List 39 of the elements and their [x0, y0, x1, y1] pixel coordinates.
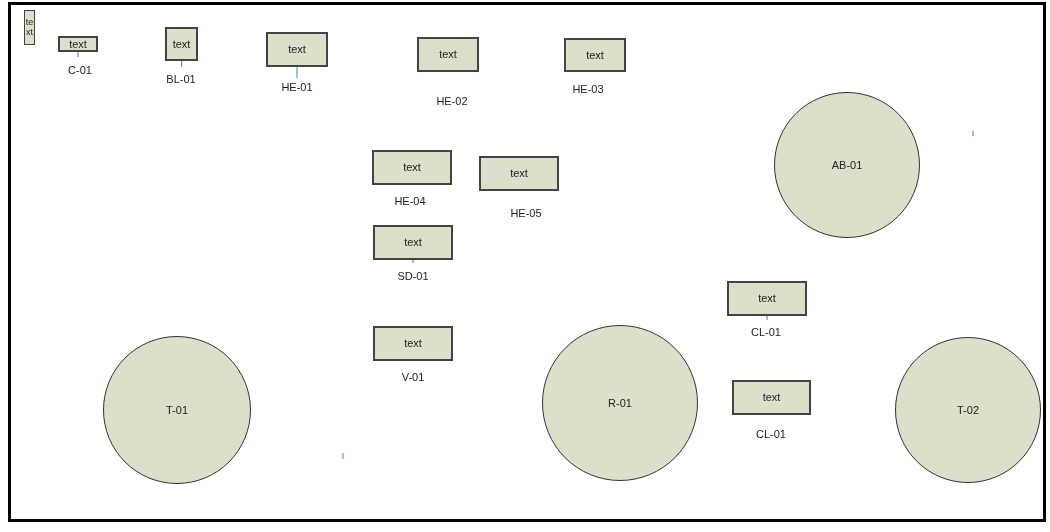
box-text: text	[288, 42, 306, 58]
equipment-box	[373, 326, 453, 361]
equipment-box	[727, 281, 807, 316]
equipment-box	[372, 150, 452, 185]
box-text: text	[439, 47, 457, 63]
tag-label: R-01	[608, 395, 632, 411]
equipment-box	[373, 225, 453, 260]
equipment-box	[564, 38, 626, 72]
tag-label: HE-02	[436, 94, 468, 109]
equipment-box	[417, 37, 479, 72]
tag-label: V-01	[401, 370, 425, 385]
tag-label: BL-01	[166, 72, 196, 87]
box-text: text	[69, 36, 87, 52]
tag-label: CL-01	[756, 427, 786, 442]
tag-label: T-01	[166, 402, 188, 418]
box-text: text	[404, 336, 422, 352]
tag-label: HE-04	[394, 194, 426, 209]
box-text: text	[586, 47, 604, 63]
equipment-box	[165, 27, 198, 61]
tag-label: HE-05	[510, 206, 542, 221]
tag-label: SD-01	[397, 269, 429, 284]
box-text: text	[510, 166, 528, 182]
tag-label: HE-01	[281, 80, 313, 95]
equipment-box	[479, 156, 559, 191]
tag-label: AB-01	[831, 157, 863, 173]
tag-label: HE-03	[572, 82, 604, 97]
tag-label: T-02	[957, 402, 979, 418]
tag-label: CL-01	[751, 325, 781, 340]
box-text: text	[762, 390, 781, 406]
equipment-box	[732, 380, 811, 415]
equipment-box	[24, 10, 35, 45]
vertical-text: text	[25, 17, 34, 38]
equipment-box	[266, 32, 328, 67]
box-text: text	[758, 291, 776, 307]
equipment-box	[58, 36, 98, 52]
box-text: text	[404, 235, 422, 251]
box-text: text	[403, 160, 421, 176]
box-text: text	[172, 36, 191, 52]
tag-label: C-01	[68, 63, 92, 78]
